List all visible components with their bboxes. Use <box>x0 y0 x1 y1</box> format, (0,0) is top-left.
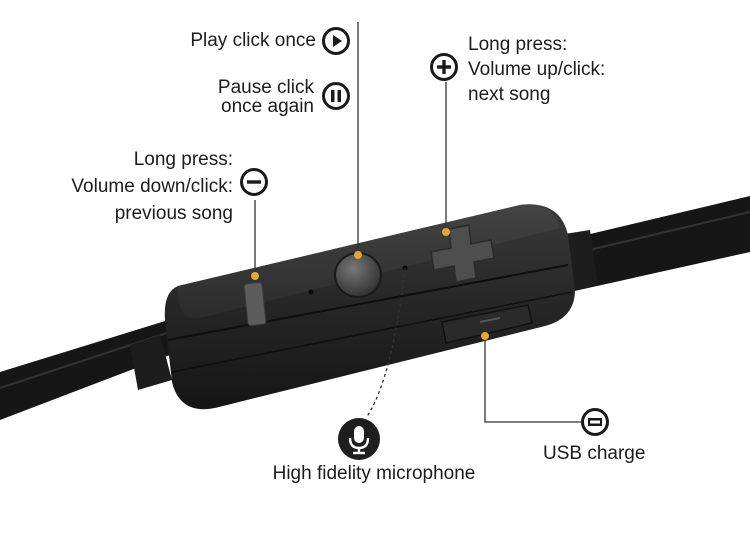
minus-pointer-dot <box>251 272 259 280</box>
pause-label-line-2: once again <box>221 96 314 117</box>
microphone-leader-line <box>365 267 406 419</box>
pause-label-line-1: Pause click <box>217 77 314 98</box>
usb-port-icon <box>581 408 609 436</box>
minus-label: Long press: Volume down/click: previous … <box>30 146 233 227</box>
play-icon <box>322 27 350 55</box>
plus-label-line-3: next song <box>468 84 551 105</box>
volume-up-button[interactable] <box>430 224 495 283</box>
pause-icon <box>322 82 350 110</box>
pointer-dots <box>251 228 489 340</box>
plus-label-line-1: Long press: <box>468 34 568 55</box>
play-pause-button[interactable] <box>334 252 382 298</box>
plus-label-line-2: Volume up/click: <box>468 59 606 80</box>
plus-label: Long press: Volume up/click: next song <box>468 32 605 107</box>
remote-body <box>164 204 575 410</box>
play-pointer-dot <box>354 251 362 259</box>
pause-label: Pause click once again <box>190 78 314 116</box>
minus-label-line-3: previous song <box>114 203 233 224</box>
usb-leader-line <box>484 336 582 423</box>
minus-label-line-1: Long press: <box>133 149 233 170</box>
usb-port-cover[interactable] <box>441 304 533 344</box>
indicator-hole <box>308 289 314 295</box>
minus-icon <box>240 168 268 196</box>
play-label: Play click once <box>190 30 316 51</box>
microphone-icon <box>338 418 380 460</box>
plus-icon <box>430 53 458 81</box>
volume-down-button[interactable] <box>243 281 267 327</box>
usb-pointer-dot <box>481 332 489 340</box>
usb-label: USB charge <box>543 443 646 464</box>
plus-pointer-dot <box>442 228 450 236</box>
microphone-label: High fidelity microphone <box>272 463 476 484</box>
minus-label-line-2: Volume down/click: <box>71 176 233 197</box>
leader-lines <box>254 22 582 423</box>
cable-collar-left <box>130 335 172 390</box>
